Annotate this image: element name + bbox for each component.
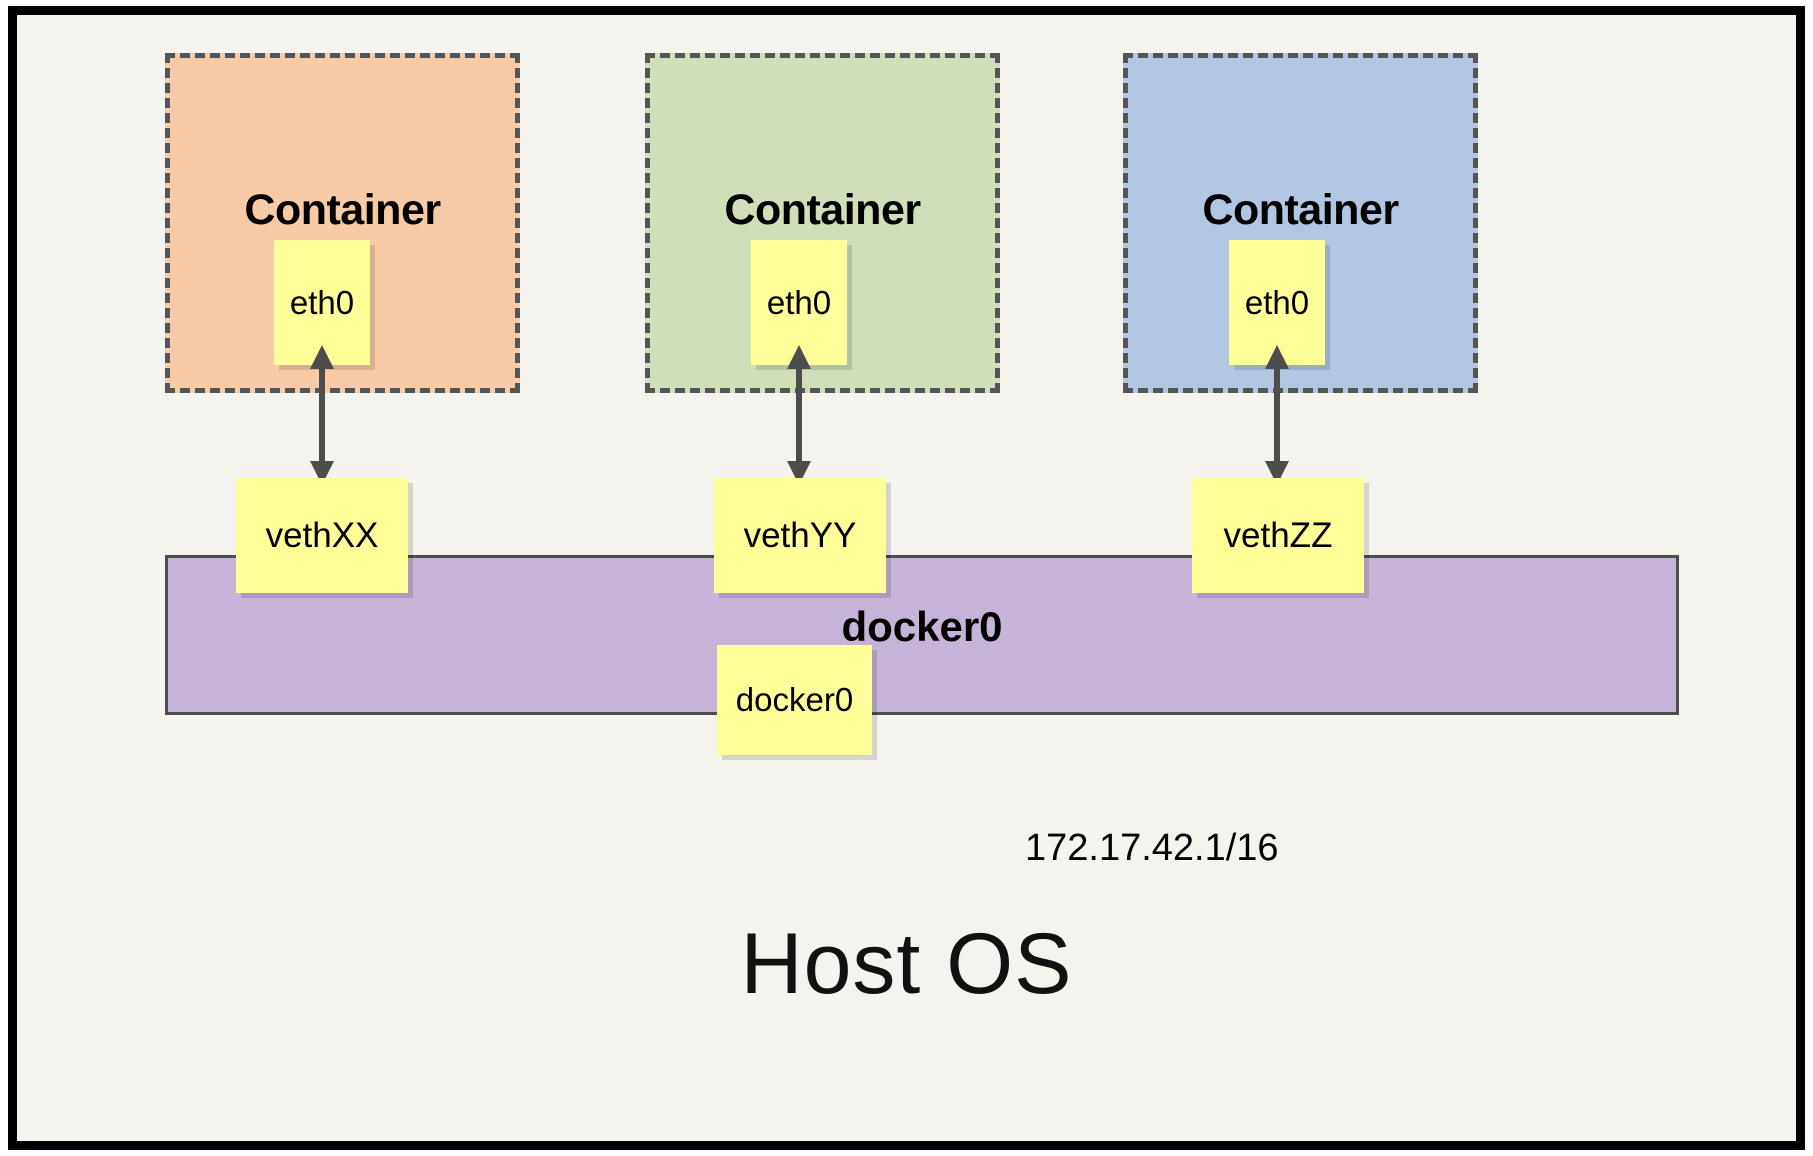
veth-label-3: vethZZ [1223,515,1333,555]
container-title-3: Container [1202,186,1399,234]
docker0-bridge-label: docker0 [841,603,1003,650]
docker0-ip-label: 172.17.42.1/16 [1025,827,1279,869]
host-os-label: Host OS [740,916,1073,1012]
diagram-frame: Container eth0 Container eth0 [8,6,1805,1150]
docker0-interface-box: docker0 [717,645,872,755]
container-title-2: Container [724,186,921,234]
veth-link-arrow-2 [786,345,812,485]
veth-label-2: vethYY [743,515,857,555]
eth0-label-3: eth0 [1244,283,1310,321]
docker0-interface-label: docker0 [735,681,854,718]
eth0-label-2: eth0 [766,283,832,321]
veth-box-3: vethZZ [1192,478,1364,593]
eth0-box-3: eth0 [1229,240,1325,365]
veth-link-arrow-3 [1264,345,1290,485]
eth0-box-2: eth0 [751,240,847,365]
veth-link-arrow-1 [309,345,335,485]
eth0-label-1: eth0 [289,283,355,321]
eth0-box-1: eth0 [274,240,370,365]
container-box-2: Container [645,53,1000,393]
veth-label-1: vethXX [265,515,379,555]
veth-box-1: vethXX [236,478,408,593]
veth-box-2: vethYY [714,478,886,593]
container-title-1: Container [244,186,441,234]
docker0-bridge: docker0 [165,555,1679,715]
